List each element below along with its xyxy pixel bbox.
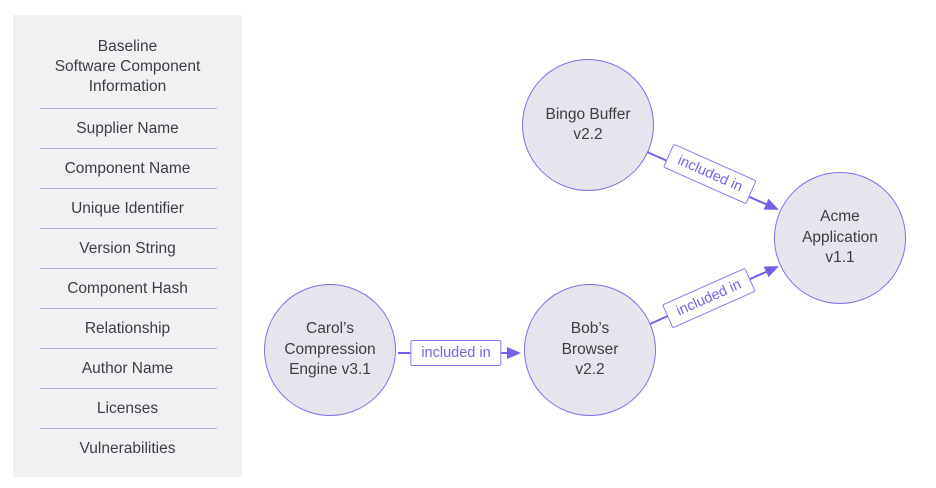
panel-title-line: Baseline (97, 38, 158, 55)
list-item-author-name: Author Name (81, 359, 174, 377)
node-carols-compression-engine: Carol’s Compression Engine v3.1 (264, 284, 396, 416)
list-item-vulnerabilities: Vulnerabilities (79, 439, 176, 457)
list-item-licenses: Licenses (96, 399, 159, 417)
list-item-supplier-name: Supplier Name (76, 119, 179, 137)
list-item-component-hash: Component Hash (67, 279, 188, 297)
list-item-component-name: Component Name (64, 159, 191, 177)
node-bingo-buffer: Bingo Buffer v2.2 (522, 59, 654, 191)
node-label: Bingo Buffer v2.2 (545, 105, 631, 143)
panel-title-line: Software Component (54, 58, 201, 75)
divider (40, 148, 217, 149)
divider (40, 388, 217, 389)
node-label: Bob’s Browser v2.2 (561, 320, 619, 379)
divider (40, 348, 217, 349)
edge-label-included-in: included in (662, 143, 758, 205)
node-acme-application: Acme Application v1.1 (774, 172, 906, 304)
baseline-info-panel: Baseline Software Component Information … (13, 15, 242, 477)
list-item-unique-identifier: Unique Identifier (71, 199, 184, 217)
divider (40, 268, 217, 269)
divider (40, 108, 217, 109)
panel-title: Baseline Software Component Information (13, 15, 242, 108)
node-label: Acme Application v1.1 (802, 208, 878, 267)
divider (40, 188, 217, 189)
list-item-version-string: Version String (79, 239, 176, 257)
panel-title-line: Information (88, 78, 167, 95)
node-label: Carol’s Compression Engine v3.1 (284, 320, 376, 379)
divider (40, 428, 217, 429)
edge-label-included-in: included in (661, 267, 757, 329)
divider (40, 228, 217, 229)
node-bobs-browser: Bob’s Browser v2.2 (524, 284, 656, 416)
edge-label-included-in: included in (410, 340, 502, 366)
divider (40, 308, 217, 309)
list-item-relationship: Relationship (84, 319, 171, 337)
